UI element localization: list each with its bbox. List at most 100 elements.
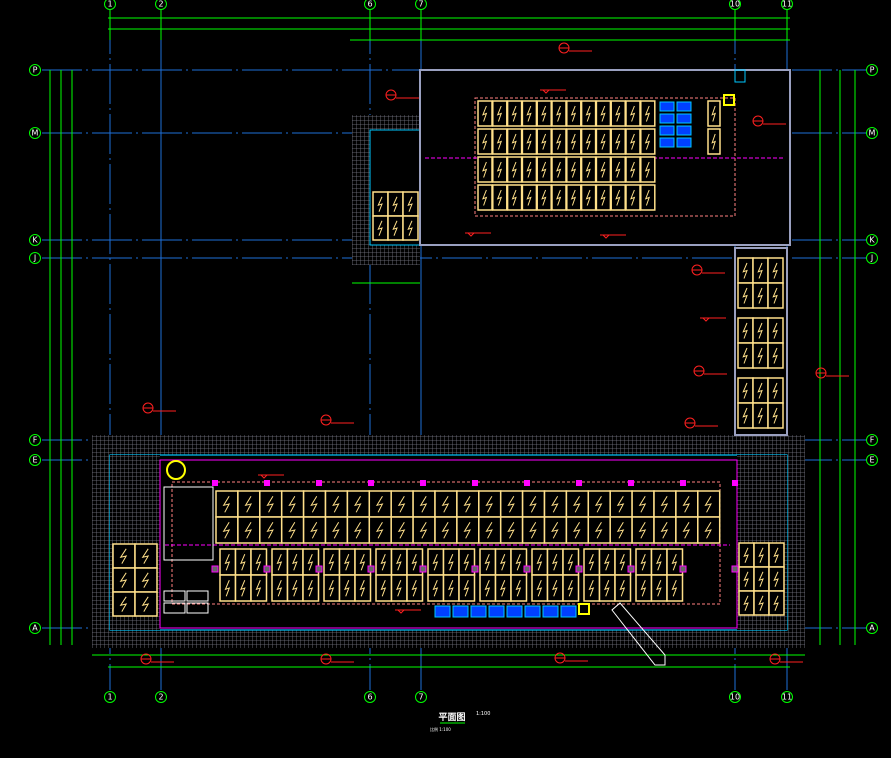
bolt-icon <box>411 554 418 571</box>
solar-panel <box>543 490 568 518</box>
inverter <box>676 101 692 112</box>
bolt-icon <box>419 495 428 513</box>
bolt-icon <box>515 554 522 571</box>
bolt-icon <box>640 554 647 571</box>
inverter <box>506 605 523 618</box>
bolt-icon <box>496 133 503 150</box>
cable-tray-support <box>316 480 322 486</box>
axis-bubble <box>415 691 427 703</box>
bolt-icon <box>656 554 662 571</box>
solar-panel <box>543 516 568 544</box>
bolt-icon <box>463 580 470 597</box>
cable-tray-support <box>419 565 427 573</box>
solar-panel <box>280 490 305 518</box>
bolt-icon <box>552 580 558 597</box>
solar-panel <box>499 516 524 544</box>
bolt-icon <box>441 495 450 513</box>
bolt-icon <box>380 554 387 571</box>
bolt-icon <box>344 580 350 597</box>
cable-tray-support <box>523 565 531 573</box>
solar-panel <box>368 490 392 518</box>
solar-panel <box>609 516 633 544</box>
bolt-icon <box>392 196 398 212</box>
axis-bubble <box>104 0 116 10</box>
bolt-icon <box>638 521 647 539</box>
level-marker <box>258 474 284 479</box>
bolt-icon <box>588 554 595 571</box>
cable-tray-support <box>212 480 218 486</box>
solar-panels <box>112 100 785 617</box>
bolt-icon <box>757 322 763 339</box>
bolt-icon <box>511 189 517 206</box>
bolt-icon <box>485 495 493 513</box>
bolt-icon <box>567 580 574 597</box>
bolt-icon <box>630 133 636 150</box>
inverter <box>452 605 469 618</box>
solar-panel <box>587 516 611 544</box>
bolt-icon <box>619 580 626 597</box>
bolt-icon <box>511 161 517 178</box>
axis-bubble <box>364 691 376 703</box>
equipment-box <box>163 486 214 561</box>
solar-panel <box>302 490 327 518</box>
axis-bubble <box>866 622 878 634</box>
axis-label: 10 <box>730 693 740 702</box>
bolt-icon <box>616 521 625 539</box>
bolt-icon <box>484 554 491 571</box>
bolt-icon <box>496 161 503 178</box>
bolt-icon <box>396 554 402 571</box>
bolt-icon <box>441 521 450 539</box>
bolt-icon <box>392 220 398 236</box>
bolt-icon <box>594 521 603 539</box>
axis-label: 7 <box>418 693 423 702</box>
bolt-icon <box>119 596 128 612</box>
bolt-icon <box>463 521 471 539</box>
bolt-icon <box>288 521 296 539</box>
bolt-icon <box>711 133 716 150</box>
bolt-icon <box>551 521 559 539</box>
solar-panel <box>478 516 502 544</box>
solar-panel <box>499 490 524 518</box>
bolt-icon <box>310 495 318 513</box>
bolt-icon <box>244 521 252 539</box>
axis-label: 6 <box>367 0 372 9</box>
bolt-icon <box>656 580 662 597</box>
inverter <box>676 125 692 136</box>
lower-main-roof <box>159 459 738 629</box>
bolt-icon <box>507 521 515 539</box>
bolt-icon <box>758 571 764 587</box>
bolt-icon <box>529 495 537 513</box>
bolt-icon <box>526 189 532 206</box>
drawing-subtitle: 比例 1:100 <box>430 726 451 732</box>
bolt-icon <box>354 521 362 539</box>
solar-panel <box>675 516 699 544</box>
axis-label: E <box>32 456 37 465</box>
bolt-icon <box>255 554 262 571</box>
bolt-icon <box>585 189 591 206</box>
bolt-icon <box>332 495 340 513</box>
bolt-icon <box>354 495 362 513</box>
bolt-icon <box>644 161 651 178</box>
bolt-icon <box>742 287 748 304</box>
bolt-icon <box>419 521 428 539</box>
bolt-icon <box>630 161 636 178</box>
axis-bubble <box>415 0 427 10</box>
axis-label: K <box>869 236 875 245</box>
axis-label: M <box>869 129 876 138</box>
bolt-icon <box>407 196 413 212</box>
bolt-icon <box>500 554 506 571</box>
solar-panel <box>215 516 239 544</box>
roof-hatch-circle <box>166 460 186 480</box>
bolt-icon <box>222 521 231 539</box>
bolt-icon <box>463 495 471 513</box>
bolt-icon <box>511 133 517 150</box>
axis-bubble <box>29 64 41 76</box>
axis-label: P <box>33 66 38 75</box>
cable-tray-support <box>263 565 271 573</box>
inverter <box>676 137 692 148</box>
bolt-icon <box>671 554 678 571</box>
axis-bubble <box>866 434 878 446</box>
level-marker <box>395 609 421 614</box>
axis-bubble <box>729 0 741 10</box>
bolt-icon <box>682 495 690 513</box>
